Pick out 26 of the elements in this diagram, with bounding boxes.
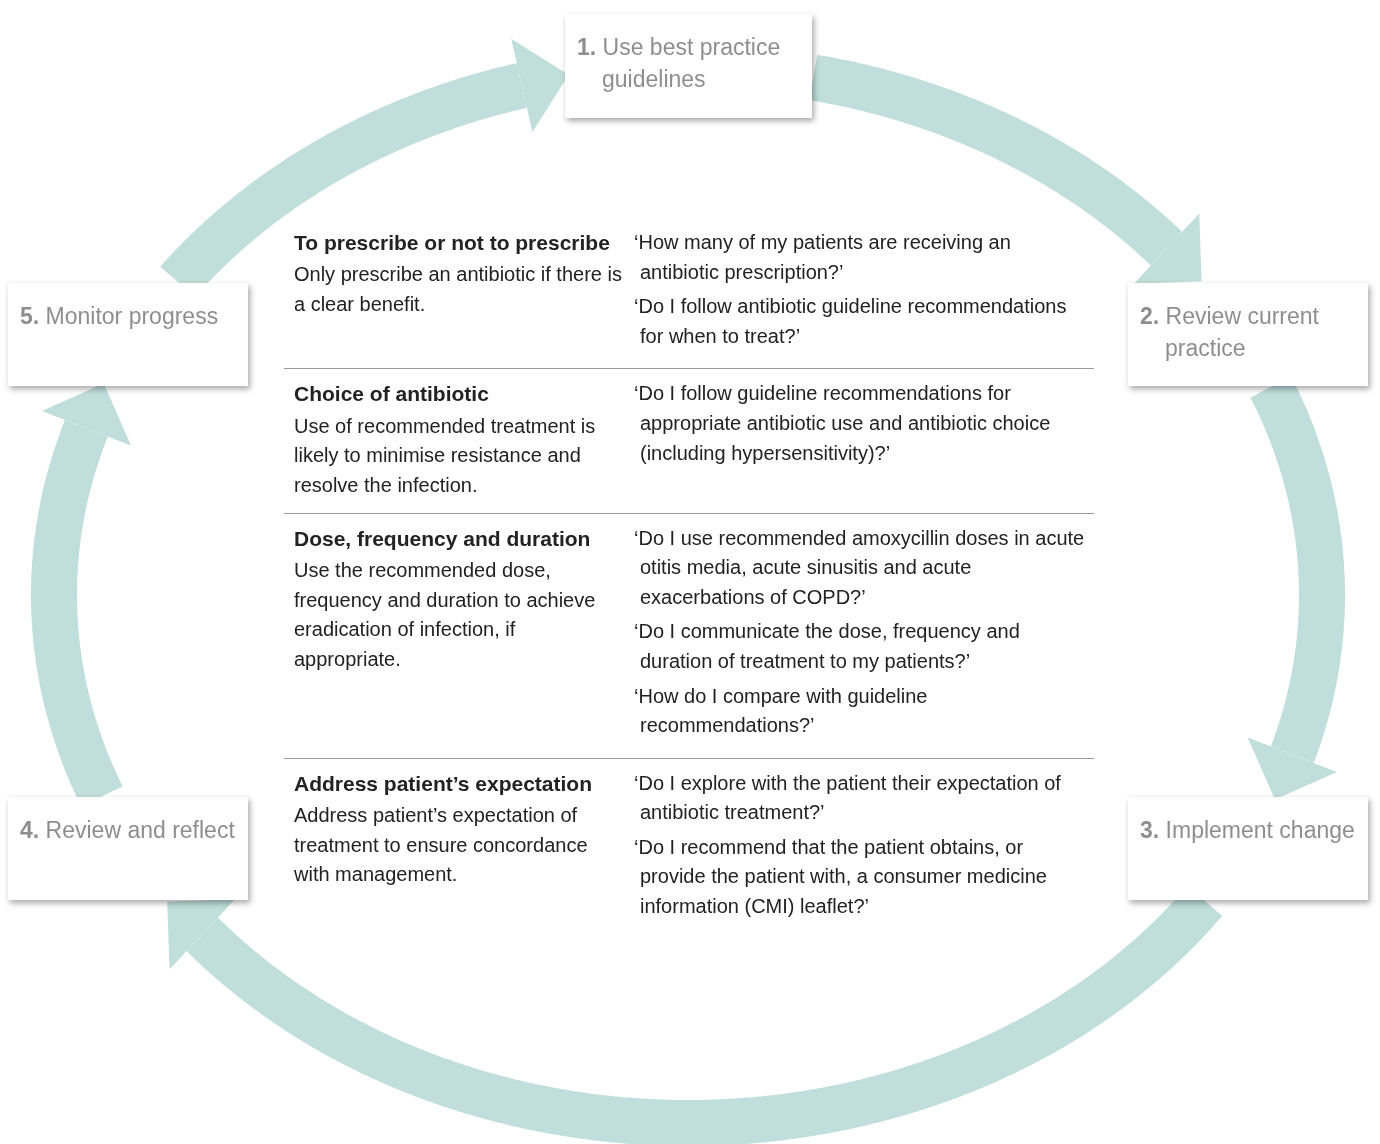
question-text: ‘Do I follow antibiotic guideline recommendations for when to treat?’ <box>634 294 1068 349</box>
row-heading: Dose, frequency and duration <box>294 525 592 552</box>
question-text: ‘Do I recommend that the patient obtains, or provide the patient with, a consumer medicine information (CMI) leaflet?’ <box>634 834 1048 920</box>
question-text: ‘Do I use recommended amoxycillin doses in acute otitis media, acute sinusitis and acute exacerbations of COPD?’ <box>634 525 1086 610</box>
description-text: Use the recommended dose, frequency and duration to achieve eradication of infection, if appropriate. <box>294 557 597 672</box>
step-box <box>565 14 812 118</box>
step-label: 5. Monitor progress <box>20 302 220 331</box>
row-heading: To prescribe or not to prescribe <box>294 230 611 256</box>
step-label: 2. Review current practice <box>1140 302 1320 363</box>
question-text: ‘Do I explore with the patient their expectation of antibiotic treatment?’ <box>634 770 1062 826</box>
row-heading: Address patient’s expectation <box>294 770 593 797</box>
description-text: Use of recommended treatment is likely to minimise resistance and resolve the infection. <box>294 413 597 498</box>
step-label: 1. Use best practice guidelines <box>577 33 782 94</box>
step-box <box>1128 283 1368 386</box>
question-text: ‘How many of my patients are receiving an antibiotic prescription?’ <box>634 230 1012 285</box>
question-text: ‘Do I communicate the dose, frequency and duration of treatment to my patients?’ <box>634 619 1021 674</box>
row-heading: Choice of antibiotic <box>294 381 490 408</box>
description-text: Only prescribe an antibiotic if there is a clear benefit. <box>294 262 623 317</box>
question-text: ‘How do I compare with guideline recommendations?’ <box>634 683 929 739</box>
step-box <box>8 283 248 386</box>
question-text: ‘Do I follow guideline recommendations for appropriate antibiotic use and antibiotic choice (including hypersensitivity)?’ <box>634 381 1052 466</box>
step-box <box>1128 797 1368 900</box>
step-label: 3. Implement change <box>1140 816 1356 845</box>
step-box <box>8 797 248 900</box>
step-label: 4. Review and reflect <box>20 816 236 845</box>
description-text: Address patient’s expectation of treatment to ensure concordance with management. <box>294 803 589 888</box>
